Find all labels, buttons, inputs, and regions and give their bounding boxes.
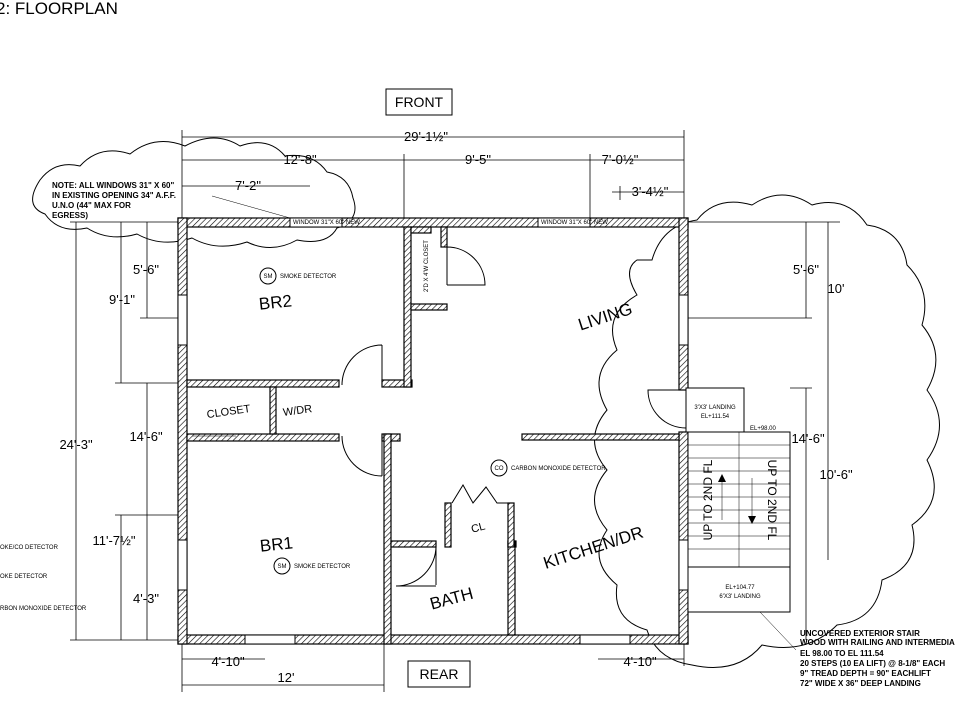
svg-text:9'-5": 9'-5": [465, 152, 491, 167]
svg-text:7'-2": 7'-2": [235, 178, 261, 193]
room-wdr: W/DR: [282, 403, 313, 419]
co-detector: CO CARBON MONOXIDE DETECTOR: [490, 459, 606, 477]
svg-text:3'-4½": 3'-4½": [632, 184, 669, 199]
svg-text:9" TREAD DEPTH = 90" EACHLIFT: 9" TREAD DEPTH = 90" EACHLIFT: [800, 669, 931, 678]
svg-text:7'-0½": 7'-0½": [602, 152, 639, 167]
svg-text:14'-6": 14'-6": [129, 429, 163, 444]
svg-text:10': 10': [828, 281, 845, 296]
svg-text:U.N.O (44" MAX FOR: U.N.O (44" MAX FOR: [52, 201, 131, 210]
svg-text:12': 12': [278, 670, 295, 685]
svg-text:RBON MONOXIDE DETECTOR: RBON MONOXIDE DETECTOR: [0, 606, 87, 612]
dimension-lines: [70, 130, 840, 692]
smoke-detector-br2: SM SMOKE DETECTOR: [259, 267, 337, 285]
svg-text:24'-3": 24'-3": [59, 437, 93, 452]
svg-text:OKE DETECTOR: OKE DETECTOR: [0, 574, 48, 580]
svg-text:CO: CO: [495, 466, 504, 472]
rear-label-box: [407, 660, 471, 688]
svg-text:29'-1½": 29'-1½": [404, 129, 448, 144]
room-closet: CLOSET: [206, 403, 252, 421]
svg-text:SM: SM: [278, 564, 287, 570]
smoke-detector-br1: SM SMOKE DETECTOR: [273, 557, 351, 575]
svg-text:IN EXISTING OPENING 34" A.F.F.: IN EXISTING OPENING 34" A.F.F.: [52, 191, 176, 200]
revision-cloud-window-note: [32, 137, 356, 248]
svg-text:NOTE: ALL WINDOWS 31" X 60": NOTE: ALL WINDOWS 31" X 60": [52, 181, 174, 190]
svg-text:10'-6": 10'-6": [819, 467, 853, 482]
dimension-text: 29'-1½" 12'-8" 9'-5" 7'-0½" 7'-2" 3'-4½"…: [59, 129, 853, 685]
doors: [192, 246, 687, 587]
rear-label: REAR: [420, 666, 459, 682]
svg-text:5'-6": 5'-6": [133, 262, 159, 277]
svg-text:5'-6": 5'-6": [793, 262, 819, 277]
svg-text:4'-10": 4'-10": [211, 654, 245, 669]
svg-text:WINDOW 31"X 60" NEW: WINDOW 31"X 60" NEW: [293, 220, 360, 226]
svg-text:WOOD WITH RAILING AND INTERMED: WOOD WITH RAILING AND INTERMEDIA: [800, 638, 955, 647]
svg-text:CARBON MONOXIDE DETECTOR: CARBON MONOXIDE DETECTOR: [511, 466, 606, 472]
svg-text:11'-7½": 11'-7½": [93, 533, 136, 548]
svg-text:14'-6": 14'-6": [791, 431, 825, 446]
revision-cloud-stair: [594, 194, 940, 668]
room-br2: BR2: [258, 291, 293, 313]
legend: OKE/CO DETECTOR OKE DETECTOR RBON MONOXI…: [0, 545, 87, 612]
svg-text:4'-10": 4'-10": [623, 654, 657, 669]
svg-text:UP TO 2ND FL: UP TO 2ND FL: [701, 459, 715, 540]
svg-text:OKE/CO DETECTOR: OKE/CO DETECTOR: [0, 545, 59, 551]
stair-note: UNCOVERED EXTERIOR STAIR WOOD WITH RAILI…: [759, 611, 955, 688]
svg-text:SMOKE DETECTOR: SMOKE DETECTOR: [294, 564, 351, 570]
svg-text:6'X3' LANDING: 6'X3' LANDING: [719, 594, 761, 600]
window-note: NOTE: ALL WINDOWS 31" X 60" IN EXISTING …: [52, 181, 291, 220]
front-label-box: [385, 88, 453, 116]
room-kitchen-dr: KITCHEN/DR: [541, 523, 646, 573]
svg-text:UP TO 2ND FL: UP TO 2ND FL: [765, 460, 779, 541]
interior-walls: [186, 226, 680, 645]
room-bath: BATH: [428, 584, 475, 614]
svg-text:EL+98.00: EL+98.00: [750, 426, 777, 432]
svg-text:12'-8": 12'-8": [283, 152, 317, 167]
svg-text:EL+111.54: EL+111.54: [701, 414, 730, 420]
sheet-title: 2: FLOORPLAN: [0, 0, 118, 18]
svg-text:4'-3": 4'-3": [133, 591, 159, 606]
svg-text:EGRESS): EGRESS): [52, 211, 88, 220]
room-br1: BR1: [259, 533, 294, 555]
room-closet-2x4: 2'D X 4'W CLOSET: [424, 240, 430, 292]
svg-text:WINDOW 31"X 60" NEW: WINDOW 31"X 60" NEW: [541, 220, 608, 226]
svg-text:EL 98.00 TO EL 111.54: EL 98.00 TO EL 111.54: [800, 649, 884, 658]
room-cl: CL: [470, 520, 487, 535]
svg-text:SM: SM: [264, 274, 273, 280]
svg-text:72" WIDE X 36" DEEP LANDING: 72" WIDE X 36" DEEP LANDING: [800, 679, 921, 688]
svg-text:20 STEPS (10 EA LIFT) @ 8-1/8": 20 STEPS (10 EA LIFT) @ 8-1/8" EACH: [800, 659, 945, 668]
room-living: LIVING: [576, 299, 635, 334]
svg-text:EL+104.77: EL+104.77: [725, 585, 755, 591]
svg-text:SMOKE DETECTOR: SMOKE DETECTOR: [280, 274, 337, 280]
exterior-stair: 3'X3' LANDING EL+111.54 EL+98.00 EL+104.…: [685, 387, 791, 613]
windows: WINDOW 31"X 60" NEW WINDOW 31"X 60" NEW: [177, 217, 689, 645]
svg-text:9'-1": 9'-1": [109, 292, 135, 307]
front-label: FRONT: [395, 94, 444, 110]
svg-text:3'X3' LANDING: 3'X3' LANDING: [694, 405, 736, 411]
svg-text:UNCOVERED EXTERIOR STAIR: UNCOVERED EXTERIOR STAIR: [800, 629, 920, 638]
